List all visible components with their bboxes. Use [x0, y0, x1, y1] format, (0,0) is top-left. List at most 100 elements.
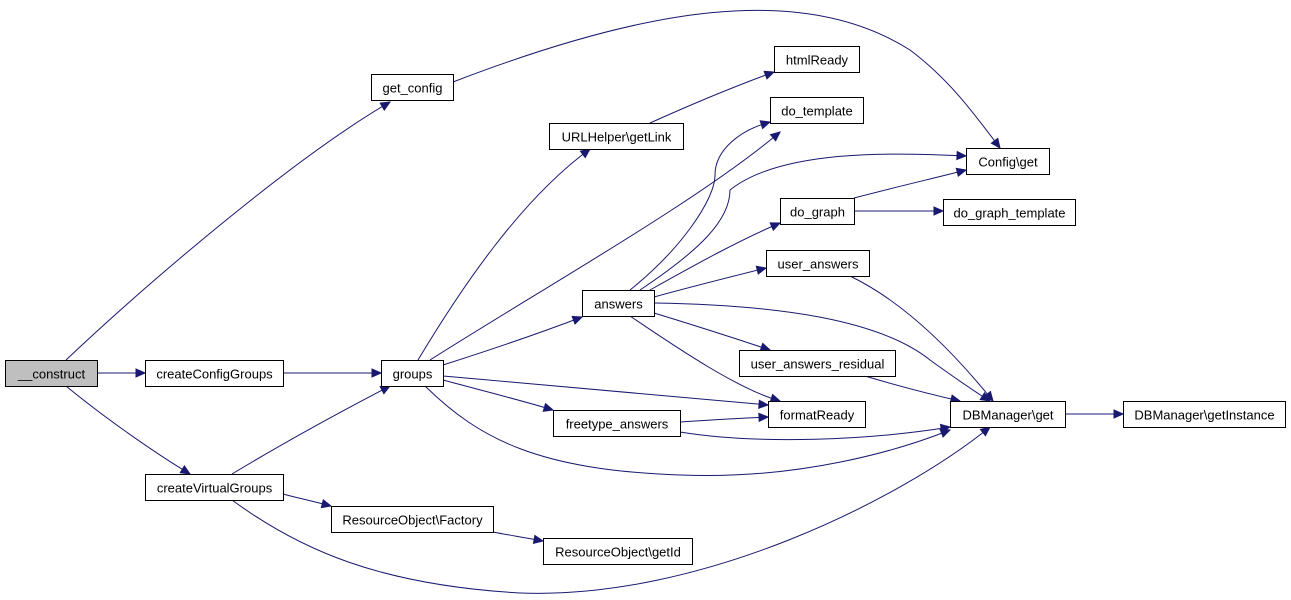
- node-box: [5, 360, 98, 387]
- node-label: do_template: [781, 104, 853, 119]
- arrowhead-icon: [769, 222, 782, 232]
- node-user_answers_residual[interactable]: user_answers_residual: [739, 350, 896, 377]
- edge-createVirtualGroups-to-resourceFactory: [282, 493, 333, 509]
- arrowhead-icon: [759, 342, 772, 352]
- edge-resourceFactory-to-resourceGetId: [492, 531, 545, 544]
- node-box: [770, 97, 864, 124]
- edge-createVirtualGroups-to-dbGet: [231, 426, 991, 594]
- edge-createVirtualGroups-to-groups: [231, 385, 392, 475]
- node-label: user_answers: [778, 257, 859, 272]
- arrowhead-icon: [320, 499, 333, 509]
- edge-line: [679, 416, 769, 423]
- node-box: [774, 46, 860, 73]
- node-get_config[interactable]: get_config: [371, 74, 454, 101]
- node-formatReady[interactable]: formatReady: [768, 401, 866, 428]
- arrowhead-icon: [755, 265, 768, 275]
- node-label: get_config: [383, 81, 443, 96]
- node-do_graph_template[interactable]: do_graph_template: [943, 199, 1076, 226]
- edge-construct-to-createVirtualGroups: [65, 385, 192, 475]
- edge-groups-to-formatReady: [442, 375, 770, 409]
- edge-line: [65, 101, 391, 361]
- node-label: createVirtualGroups: [157, 481, 273, 496]
- node-label: do_graph_template: [953, 206, 1065, 221]
- node-do_graph[interactable]: do_graph: [780, 198, 855, 225]
- node-box: [766, 250, 870, 277]
- edge-do_graph-to-configGet: [853, 167, 968, 199]
- node-box: [381, 360, 444, 387]
- node-dbGet[interactable]: DBManager\get: [950, 401, 1066, 428]
- node-groups[interactable]: groups: [381, 360, 444, 387]
- node-label: __construct: [17, 367, 86, 382]
- node-box: [1123, 401, 1286, 428]
- arrowhead-icon: [371, 368, 383, 378]
- node-box: [331, 506, 494, 533]
- node-box: [950, 401, 1066, 428]
- node-user_answers[interactable]: user_answers: [766, 250, 870, 277]
- edge-line: [629, 315, 781, 402]
- edge-construct-to-get_config: [65, 101, 392, 361]
- node-box: [582, 290, 655, 317]
- arrowhead-icon: [179, 464, 192, 475]
- node-resourceFactory[interactable]: ResourceObject\Factory: [331, 506, 494, 533]
- edge-answers-to-do_template: [629, 120, 772, 291]
- arrowhead-icon: [532, 534, 545, 544]
- node-label: groups: [393, 367, 433, 382]
- node-label: do_graph: [790, 205, 845, 220]
- edge-line: [424, 385, 951, 477]
- node-box: [371, 74, 454, 101]
- node-box: [780, 198, 855, 225]
- arrowhead-icon: [990, 137, 1001, 149]
- arrowhead-icon: [542, 402, 555, 412]
- node-label: formatReady: [780, 408, 855, 423]
- node-label: DBManager\get: [962, 408, 1053, 423]
- edges-layer: [65, 9, 1125, 594]
- arrowhead-icon: [983, 390, 994, 402]
- arrowhead-icon: [379, 385, 392, 395]
- node-dbGetInstance[interactable]: DBManager\getInstance: [1123, 401, 1286, 428]
- node-label: answers: [594, 297, 643, 312]
- edge-line: [442, 375, 769, 406]
- node-createConfigGroups[interactable]: createConfigGroups: [145, 360, 284, 387]
- arrowhead-icon: [579, 148, 591, 159]
- edge-line: [629, 121, 771, 291]
- node-label: freetype_answers: [566, 417, 669, 432]
- node-do_template[interactable]: do_template: [770, 97, 864, 124]
- edge-user_answers_residual-to-dbGet: [864, 375, 962, 404]
- arrowhead-icon: [769, 393, 782, 403]
- edge-answers-to-do_graph: [649, 222, 782, 291]
- arrowhead-icon: [955, 167, 968, 177]
- arrowhead-icon: [758, 412, 770, 423]
- node-label: ResourceObject\getId: [555, 545, 681, 560]
- edge-line: [653, 312, 771, 351]
- node-configGet[interactable]: Config\get: [966, 148, 1050, 175]
- edge-line: [452, 9, 1001, 149]
- node-construct[interactable]: __construct: [5, 360, 98, 387]
- node-box: [739, 350, 896, 377]
- node-label: createConfigGroups: [156, 367, 273, 382]
- edge-line: [65, 385, 191, 475]
- node-label: Config\get: [978, 155, 1038, 170]
- node-freetype_answers[interactable]: freetype_answers: [553, 410, 681, 437]
- edge-line: [442, 316, 583, 366]
- node-answers[interactable]: answers: [582, 290, 655, 317]
- node-resourceGetId[interactable]: ResourceObject\getId: [543, 538, 693, 565]
- node-createVirtualGroups[interactable]: createVirtualGroups: [145, 474, 284, 501]
- node-box: [966, 148, 1050, 175]
- arrowhead-icon: [763, 70, 776, 80]
- edge-groups-to-answers: [442, 315, 584, 366]
- edge-do_graph-to-do_graph_template: [853, 206, 945, 216]
- node-box: [943, 199, 1076, 226]
- arrowhead-icon: [979, 426, 991, 437]
- edge-groups-to-freetype_answers: [442, 379, 555, 412]
- edge-createConfigGroups-to-groups: [283, 368, 383, 378]
- node-htmlReady[interactable]: htmlReady: [774, 46, 860, 73]
- node-box: [145, 360, 284, 387]
- node-label: htmlReady: [786, 53, 849, 68]
- edge-answers-to-configGet: [639, 150, 968, 291]
- edge-line: [429, 131, 781, 361]
- edge-line: [853, 169, 967, 199]
- edge-line: [442, 379, 554, 411]
- edge-freetype_answers-to-dbGet: [679, 423, 952, 441]
- arrowhead-icon: [1113, 409, 1125, 419]
- node-urlGetLink[interactable]: URLHelper\getLink: [549, 123, 684, 150]
